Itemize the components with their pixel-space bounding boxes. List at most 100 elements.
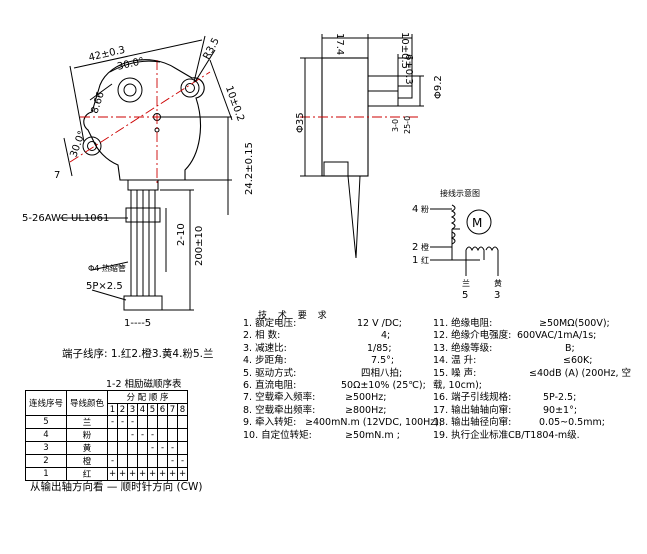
row-color: 黄 <box>66 441 108 455</box>
connector-wires <box>130 272 156 296</box>
spec-label: 14. 温 升: <box>433 355 477 367</box>
row-cell <box>117 441 128 455</box>
side-wire-lead <box>347 175 361 259</box>
spec-row: 10. 自定位转矩: ≥50mN.m ; <box>243 430 428 442</box>
dim-6-03-text: 6±0.3 <box>403 54 414 85</box>
row-number: 3 <box>25 441 67 455</box>
row-number: 2 <box>25 454 67 468</box>
table-row: 2 橙 - - - <box>25 454 188 468</box>
row-cell <box>157 428 168 442</box>
pin-range-text: 1----5 <box>124 318 151 329</box>
sequence-table-title: 1-2 相励磁顺序表 <box>106 379 182 390</box>
spec-label: 12. 绝缘介电强度: <box>433 330 512 342</box>
wire-5-color: 兰 <box>462 278 470 288</box>
wiring-schematic <box>430 204 499 276</box>
motor-symbol-label: M <box>472 216 482 230</box>
wire-2-num: 2 <box>412 242 418 253</box>
heat-shrink-tube <box>125 207 161 223</box>
spec-row: 6. 直流电阻:50Ω±10% (25℃); <box>243 380 428 392</box>
row-cell <box>177 415 188 429</box>
step-header: 2 <box>117 403 128 416</box>
spec-label: 载, 10cm); <box>433 379 483 391</box>
dim-200-text: 200±10 <box>194 226 205 266</box>
spec-row: 1. 额定电压:12 V /DC; <box>243 318 428 330</box>
spec-row: 12. 绝缘介电强度: 600VAC/1mA/1s; <box>433 330 643 342</box>
table-steps-row: 1 2 3 4 5 6 7 8 <box>26 403 188 416</box>
wire-1-num: 1 <box>412 255 418 266</box>
connector-leader <box>91 289 127 301</box>
row-cell: - <box>147 428 158 442</box>
dim-35-text: Φ35 <box>295 112 306 133</box>
row-cell <box>157 415 168 429</box>
row-cell <box>177 428 188 442</box>
dim-10-05-text: 10±0.5 <box>399 32 410 69</box>
spec-row: 3. 减速比:1/85; <box>243 343 428 355</box>
spec-row: 16. 端子引线规格:5P-2.5; <box>433 392 643 404</box>
terminal-caption: 端子线序: 1.红2.橙3.黄4.粉5.兰 <box>62 348 214 360</box>
row-cell: - <box>167 441 178 455</box>
row-cell: - <box>137 428 148 442</box>
heat-shrink-text: Φ4 热缩管 <box>88 263 126 273</box>
spec-row: 15. 噪 声:≤40dB (A) (200Hz, 空 <box>433 368 643 380</box>
wire-exit-housing <box>127 179 159 191</box>
spec-row: 5. 驱动方式: 四相八拍; <box>243 368 428 380</box>
spec-value: B; <box>565 342 575 354</box>
mount-hole-left-inner <box>87 141 97 151</box>
wire-3-color: 黄 <box>494 278 502 288</box>
row-cell: - <box>107 415 118 429</box>
spec-row: 14. 温 升:≤60K; <box>433 355 643 367</box>
spec-row: 2. 相 数:4; <box>243 330 428 342</box>
dim-92-text: Φ9.2 <box>433 75 444 99</box>
spec-value: ≥500Hz; <box>345 392 387 404</box>
row-cell: - <box>107 454 118 468</box>
coil-upper <box>450 204 456 230</box>
header-wire-color: 导线颜色 <box>66 390 108 416</box>
schematic-title: 接线示意图 <box>440 188 480 198</box>
spec-row: 18. 输出轴径向窜:0.05~0.5mm; <box>433 417 643 429</box>
spec-value: 四相八拍; <box>361 367 403 379</box>
dim-866-line <box>89 83 113 101</box>
connector-text: 5P×2.5 <box>86 281 123 292</box>
row-cell <box>147 415 158 429</box>
spec-label: 5. 驱动方式: <box>243 367 297 379</box>
spec-row: 4. 步距角:7.5°; <box>243 355 428 367</box>
spec-value: ≥50mN.m ; <box>345 429 400 441</box>
row-cell <box>127 441 138 455</box>
spec-label: 16. 端子引线规格: <box>433 392 512 404</box>
spec-label: 13. 绝缘等级: <box>433 342 493 354</box>
spec-row: 载, 10cm); <box>433 380 643 392</box>
spec-row: 8. 空载牵出频率:≥800Hz; <box>243 405 428 417</box>
dim-42-ext-left <box>69 65 85 143</box>
row-cell <box>117 454 128 468</box>
row-cell: - <box>147 441 158 455</box>
spec-label: 2. 相 数: <box>243 330 281 342</box>
step-header: 8 <box>177 403 188 416</box>
row-cell: - <box>127 428 138 442</box>
dim-174-text: 17.4 <box>334 33 345 55</box>
table-row: 3 黄 - - - <box>25 441 188 455</box>
spec-label: 9. 牵入转矩: <box>243 417 297 429</box>
row-cell <box>167 428 178 442</box>
spec-value: 600VAC/1mA/1s; <box>517 330 597 342</box>
wire-bundle <box>130 190 156 272</box>
spec-value: ≥800Hz; <box>345 404 387 416</box>
row-cell: - <box>167 454 178 468</box>
row-cell <box>147 454 158 468</box>
step-header: 4 <box>137 403 148 416</box>
angle-arc-30 <box>109 60 161 73</box>
row-cell: - <box>127 415 138 429</box>
header-wire-number: 连线序号 <box>25 390 67 416</box>
spec-label: 10. 自定位转矩: <box>243 429 312 441</box>
specs-right-column: 11. 绝缘电阻:≥50MΩ(500V); 12. 绝缘介电强度:600VAC/… <box>433 318 643 442</box>
coil-right-b <box>485 246 499 252</box>
spec-label: 18. 输出轴径向窜: <box>433 417 512 429</box>
dim-30-side-text: 3-0 <box>391 119 400 132</box>
row-number: 5 <box>25 415 67 429</box>
output-shaft <box>123 83 137 97</box>
side-shaft <box>397 85 413 99</box>
spec-label: 11. 绝缘电阻: <box>433 318 493 329</box>
spec-label: 15. 噪 声: <box>433 367 477 379</box>
r35-leader <box>194 49 216 83</box>
row-number: 4 <box>25 428 67 442</box>
